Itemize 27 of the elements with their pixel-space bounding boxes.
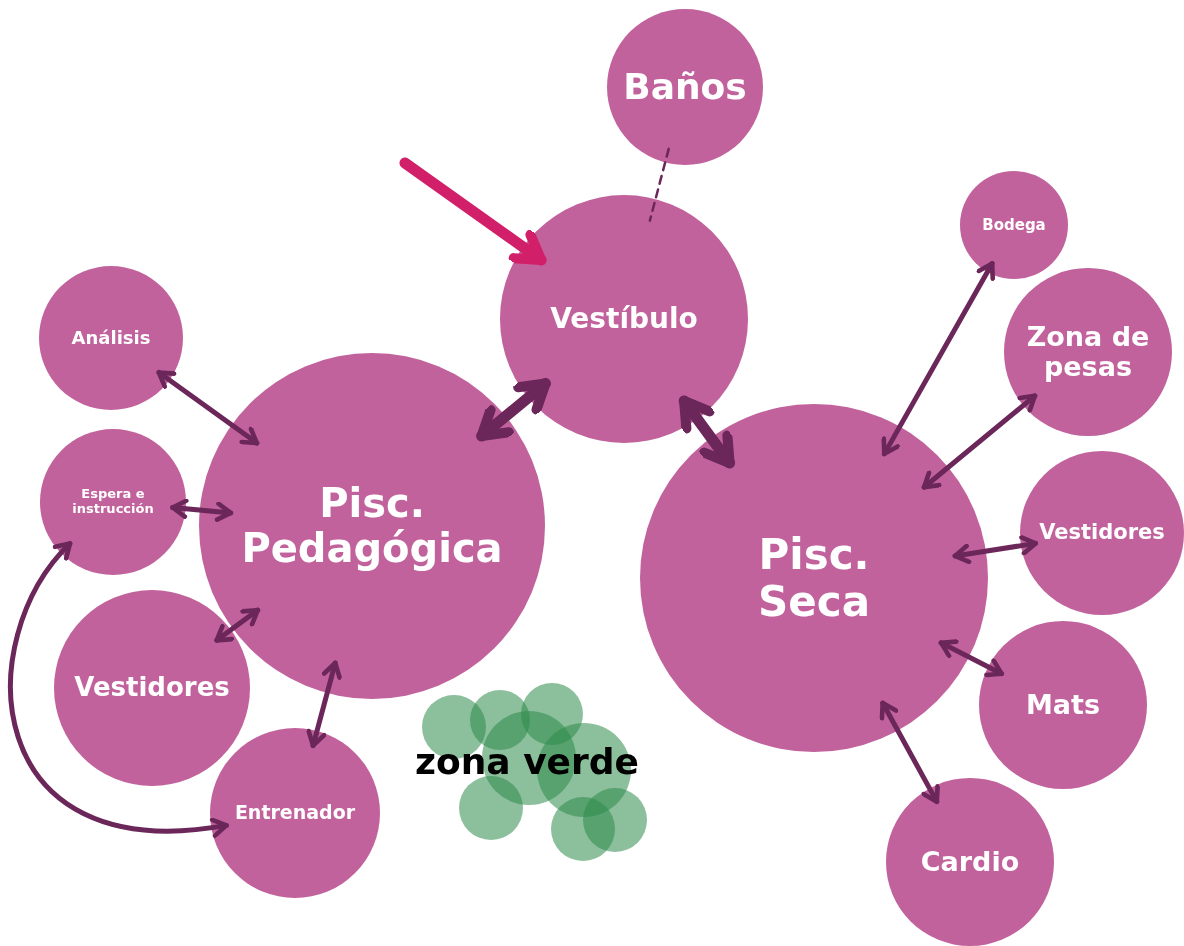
node-label: Pisc. Pedagógica	[240, 481, 504, 571]
arrow	[921, 393, 1038, 490]
arrow	[476, 378, 551, 442]
arrow	[399, 157, 547, 266]
arrow	[170, 498, 234, 522]
arrow	[879, 700, 940, 805]
arrow	[8, 541, 229, 837]
node-label: Vestidores	[1039, 521, 1165, 545]
node-label: Zona de pesas	[1025, 321, 1151, 383]
node-label: Vestíbulo	[550, 303, 698, 335]
arrow	[214, 607, 261, 643]
node-label: Mats	[1025, 689, 1101, 721]
node-label: Análisis	[71, 327, 151, 349]
node-label: Pisc. Seca	[757, 530, 871, 626]
arrow	[881, 261, 995, 457]
arrow	[938, 639, 1005, 678]
arrow	[678, 395, 736, 469]
node-label: Entrenador	[234, 802, 356, 824]
connector-line	[648, 147, 670, 222]
node-label: Bodega	[982, 216, 1046, 234]
arrow	[306, 660, 342, 749]
node-label: Vestidores	[74, 673, 230, 703]
arrow	[952, 535, 1039, 565]
arrow	[156, 370, 260, 446]
node-label: Espera e instrucción	[71, 487, 155, 517]
node-label: Baños	[623, 66, 747, 108]
node-label: Cardio	[920, 846, 1020, 878]
